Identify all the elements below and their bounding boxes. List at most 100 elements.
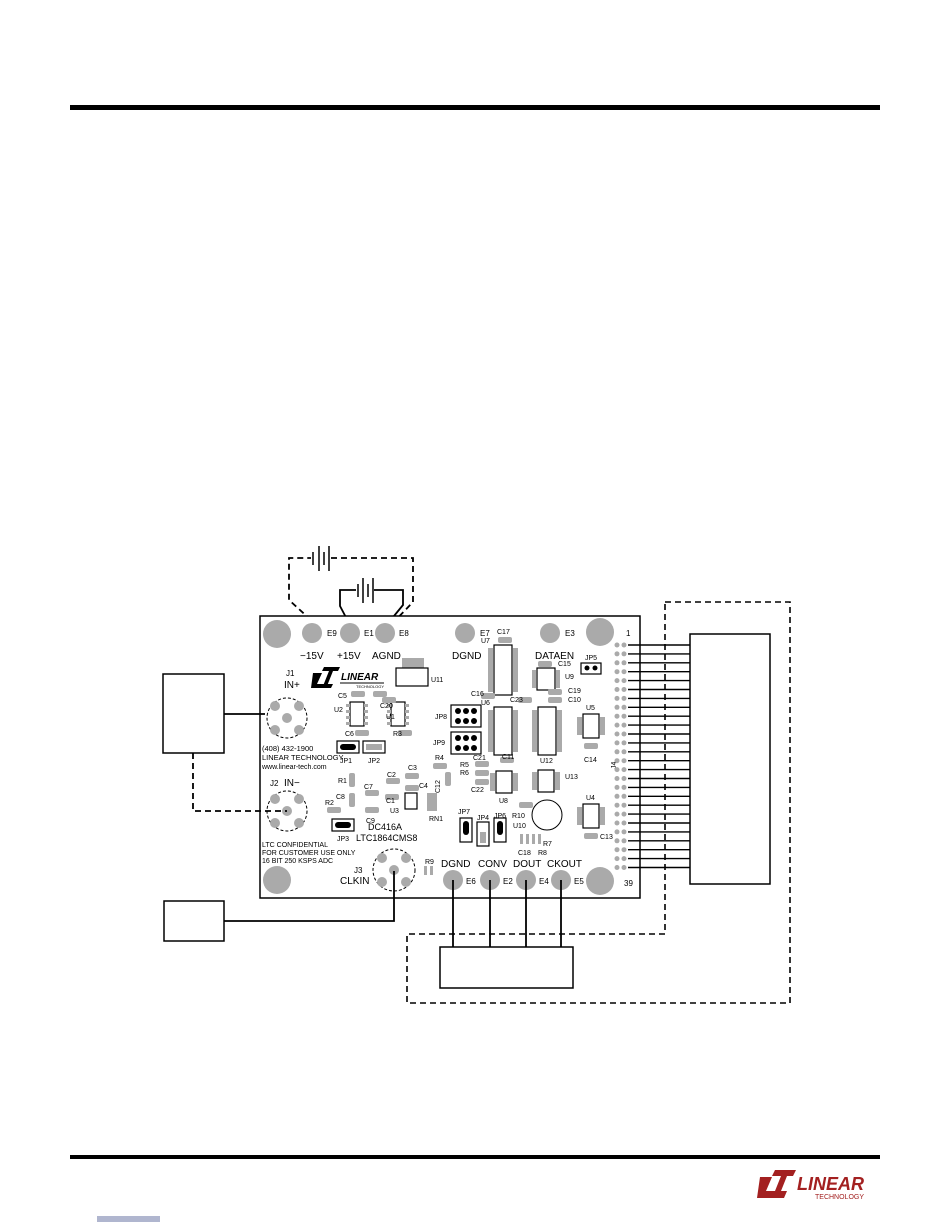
- j4-pin: [614, 651, 620, 657]
- j4-pin: [621, 865, 627, 870]
- j2-connector: J2 IN−: [266, 778, 308, 832]
- u3-chip: U3: [390, 792, 418, 815]
- jp7-jumper: JP7: [458, 809, 473, 843]
- j4-pin: [621, 642, 627, 648]
- svg-text:JP4: JP4: [477, 815, 489, 822]
- j4-pin: [614, 687, 620, 692]
- j4-pin: [621, 838, 627, 844]
- svg-text:C3: C3: [408, 765, 417, 772]
- svg-text:C16: C16: [471, 691, 484, 698]
- terminal-label-e3: E3: [565, 629, 575, 638]
- j4-pin: [621, 704, 627, 710]
- j4-header: 1 39 J4: [611, 629, 633, 888]
- pcb-board: [259, 615, 641, 899]
- svg-text:C17: C17: [497, 629, 510, 636]
- board-part-number: LTC1864CMS8: [356, 833, 417, 843]
- footer-rule: [70, 1155, 880, 1159]
- jp6-jumper: JP6: [493, 813, 507, 843]
- j4-pin: [621, 740, 627, 746]
- u4-chip: U4: [577, 795, 605, 829]
- mounting-hole: [586, 867, 614, 895]
- j4-pin: [614, 669, 620, 675]
- j4-pin: [621, 660, 627, 666]
- svg-text:C15: C15: [558, 661, 571, 668]
- c6-cap: C6: [345, 730, 369, 738]
- c13-cap: C13: [584, 833, 613, 841]
- svg-text:U11: U11: [431, 677, 443, 684]
- svg-text:JP5: JP5: [585, 655, 597, 662]
- label-agnd: AGND: [372, 651, 401, 662]
- svg-text:U8: U8: [499, 798, 508, 805]
- j4-pin: [614, 749, 620, 755]
- c15-cap: C15: [538, 661, 571, 668]
- r1-resistor: R1: [338, 773, 355, 787]
- c23-cap: C23: [510, 697, 532, 704]
- j4-pin: [614, 722, 620, 728]
- j4-pin: [621, 784, 627, 790]
- svg-text:JP9: JP9: [433, 740, 445, 747]
- label-minus-15v: −15V: [300, 651, 324, 662]
- svg-text:U5: U5: [586, 705, 595, 712]
- u7-chip: U7: [481, 638, 518, 696]
- svg-text:TECHNOLOGY: TECHNOLOGY: [815, 1194, 864, 1201]
- c5-cap: C5: [338, 691, 365, 700]
- svg-text:R8: R8: [538, 850, 547, 857]
- j4-pin: [614, 776, 620, 781]
- j4-pin: [621, 669, 627, 675]
- jp3-jumper: JP3: [331, 818, 355, 843]
- board-confidential-3: 16 BIT 250 KSPS ADC: [262, 858, 333, 865]
- c14-cap: C14: [584, 743, 598, 764]
- svg-text:C8: C8: [336, 794, 345, 801]
- svg-text:C5: C5: [338, 693, 347, 700]
- u2-chip: U2: [334, 701, 369, 727]
- mounting-hole: [586, 618, 614, 646]
- logic-analyzer-boundary: [406, 601, 791, 1004]
- j4-pin: [614, 802, 620, 808]
- terminal-e8: [375, 623, 395, 643]
- j4-pin: [621, 793, 627, 799]
- j4-pin: [621, 776, 627, 781]
- j4-pin: [621, 811, 627, 817]
- c21-cap: C21: [473, 755, 486, 762]
- terminal-label-e7: E7: [480, 629, 490, 638]
- svg-text:C2: C2: [387, 772, 396, 779]
- j3-connector: J3 CLKIN: [340, 848, 416, 892]
- terminal-label-e9: E9: [327, 629, 337, 638]
- r10-resistor: R10: [512, 802, 533, 820]
- c4-cap: C4: [405, 783, 428, 791]
- u8-chip: U8: [490, 770, 518, 805]
- u1-chip: U1: [386, 701, 410, 727]
- svg-text:JP2: JP2: [368, 758, 380, 765]
- j4-pin: [614, 838, 620, 844]
- svg-text:JP3: JP3: [337, 836, 349, 843]
- svg-text:U2: U2: [334, 707, 343, 714]
- terminal-e1: [340, 623, 360, 643]
- r8-resistor: R8: [538, 850, 547, 857]
- svg-text:U3: U3: [390, 808, 399, 815]
- svg-text:C1: C1: [386, 798, 395, 805]
- label-dgnd-top: DGND: [452, 651, 481, 662]
- data-bus-wires: [628, 644, 690, 869]
- board-confidential-1: LTC CONFIDENTIAL: [262, 842, 328, 849]
- j4-pin: [621, 856, 627, 862]
- j4-pin: [614, 642, 620, 648]
- svg-text:JP6: JP6: [494, 813, 506, 820]
- svg-text:U9: U9: [565, 674, 574, 681]
- u10-oscillator: U10: [513, 799, 563, 831]
- c18-cap: C18: [518, 834, 541, 857]
- j4-pin: [621, 829, 627, 835]
- header-rule: [70, 105, 880, 110]
- svg-text:U12: U12: [540, 758, 553, 765]
- svg-text:IN−: IN−: [284, 778, 300, 789]
- j4-pin: [614, 713, 620, 719]
- svg-text:C14: C14: [584, 757, 597, 764]
- c2-cap: C2: [386, 772, 400, 784]
- svg-text:C11: C11: [502, 754, 514, 761]
- footer-page-tab: [97, 1216, 160, 1222]
- jp5-jumper: JP5: [580, 655, 602, 675]
- svg-text:R1: R1: [338, 778, 347, 785]
- j4-pin: [614, 820, 620, 826]
- svg-text:TECHNOLOGY: TECHNOLOGY: [356, 684, 384, 689]
- c3-cap: C3: [405, 765, 419, 779]
